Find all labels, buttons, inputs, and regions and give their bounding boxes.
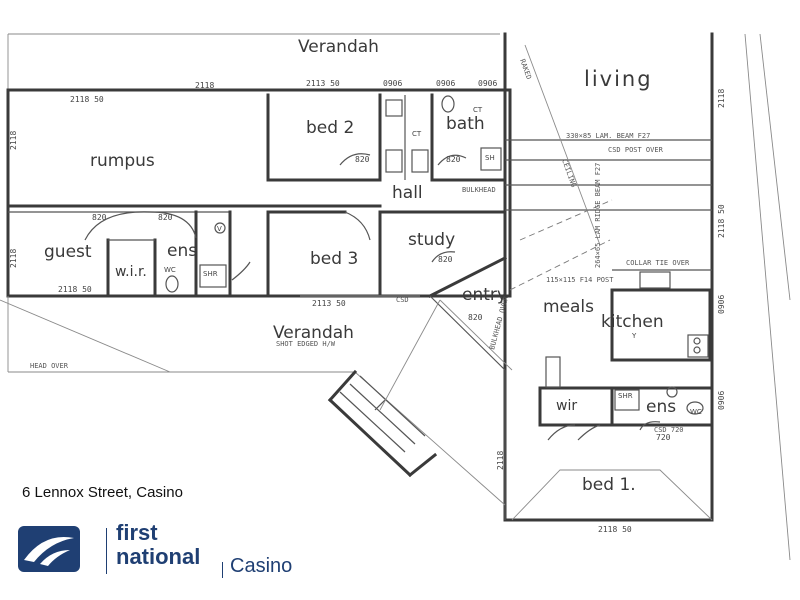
dim-label: 0906 <box>383 79 402 88</box>
room-verandah-top: Verandah <box>298 37 379 57</box>
dim-label: 2118 50 <box>598 525 632 534</box>
room-wir-right: wir <box>556 398 577 414</box>
fixture-label: CT <box>412 130 422 138</box>
walls-right-wing <box>503 32 714 522</box>
room-study: study <box>408 230 455 250</box>
room-labels: Verandah living bed 2 bath rumpus hall g… <box>44 37 676 495</box>
note-csd2: CSD 720 <box>654 426 684 434</box>
brand-logo: first national Casino <box>18 524 308 600</box>
dim-label: 2118 50 <box>58 285 92 294</box>
walls-entry <box>427 44 613 520</box>
room-meals: meals <box>543 297 594 317</box>
door-label: 820 <box>355 155 370 164</box>
room-ens-right: ens <box>646 397 676 417</box>
dim-label: 2118 <box>717 89 726 108</box>
room-verandah-bottom: Verandah <box>273 323 354 343</box>
brand-office-name: Casino <box>230 555 293 577</box>
brand-name-first: first <box>116 524 158 545</box>
room-bath: bath <box>446 114 485 134</box>
first-national-logo-icon <box>18 526 80 572</box>
room-entry: entry <box>462 285 507 305</box>
dim-label: 2118 50 <box>70 95 104 104</box>
fixture-label: V <box>217 225 222 233</box>
dim-label: 2118 <box>496 451 505 470</box>
room-living: living <box>584 67 653 91</box>
dim-label: 0906 <box>717 391 726 410</box>
door-label: 820 <box>468 313 483 322</box>
room-ens-left: ens <box>167 241 197 261</box>
room-hall: hall <box>392 183 423 203</box>
fixture-label: WC <box>164 266 176 274</box>
note-post: CSD POST OVER <box>608 146 664 154</box>
brand-separator <box>222 562 223 578</box>
room-bed-2: bed 2 <box>306 118 354 138</box>
fixture-label: CT <box>473 106 483 114</box>
note-bulkhead: BULKHEAD <box>462 186 496 194</box>
room-guest: guest <box>44 242 92 262</box>
dim-label: 0906 <box>717 295 726 314</box>
dim-label: 2118 <box>9 131 18 150</box>
fixture-label: WC <box>690 408 702 416</box>
annotations: 2118 2113 50 2118 50 0906 0906 0906 2118… <box>9 58 726 534</box>
property-address: 6 Lennox Street, Casino <box>22 484 183 501</box>
fixture-label: SHR <box>618 392 633 400</box>
dim-label: 2113 50 <box>306 79 340 88</box>
dim-label: 0906 <box>436 79 455 88</box>
note-collar: COLLAR TIE OVER <box>626 259 690 267</box>
brand-divider <box>106 528 107 574</box>
dim-label: 2118 <box>195 81 214 90</box>
dim-label: 2118 50 <box>717 204 726 238</box>
note-csd: CSD <box>396 296 409 304</box>
note-ridge: 264×65 LAM RIDGE BEAM F27 <box>594 163 602 268</box>
room-bed-3: bed 3 <box>310 249 358 269</box>
room-rumpus: rumpus <box>90 151 155 171</box>
fixture-label: Y <box>631 332 637 340</box>
door-label: 720 <box>656 433 671 442</box>
note-beam: 330×85 LAM. BEAM F27 <box>566 132 650 140</box>
door-label: 820 <box>446 155 461 164</box>
fixture-label: SHR <box>203 270 218 278</box>
fixtures <box>84 95 704 441</box>
dim-label: 0906 <box>478 79 497 88</box>
door-label: 820 <box>92 213 107 222</box>
note-shot: SHOT EDGED H/W <box>276 340 336 348</box>
room-wir-left: w.i.r. <box>115 264 147 280</box>
fixture-label: SH <box>485 154 495 162</box>
walls-lower-verandah <box>0 295 506 506</box>
dim-label: 2113 50 <box>312 299 346 308</box>
dim-label: 2118 <box>9 249 18 268</box>
door-label: 820 <box>438 255 453 264</box>
walls-left-wing <box>6 88 512 298</box>
room-bed-1: bed 1. <box>582 475 636 495</box>
brand-name-national: national <box>116 544 201 569</box>
door-label: 820 <box>158 213 173 222</box>
note-post2: 115×115 F14 POST <box>546 276 614 284</box>
room-kitchen: kitchen <box>601 312 664 332</box>
note-head: HEAD OVER <box>30 362 69 370</box>
